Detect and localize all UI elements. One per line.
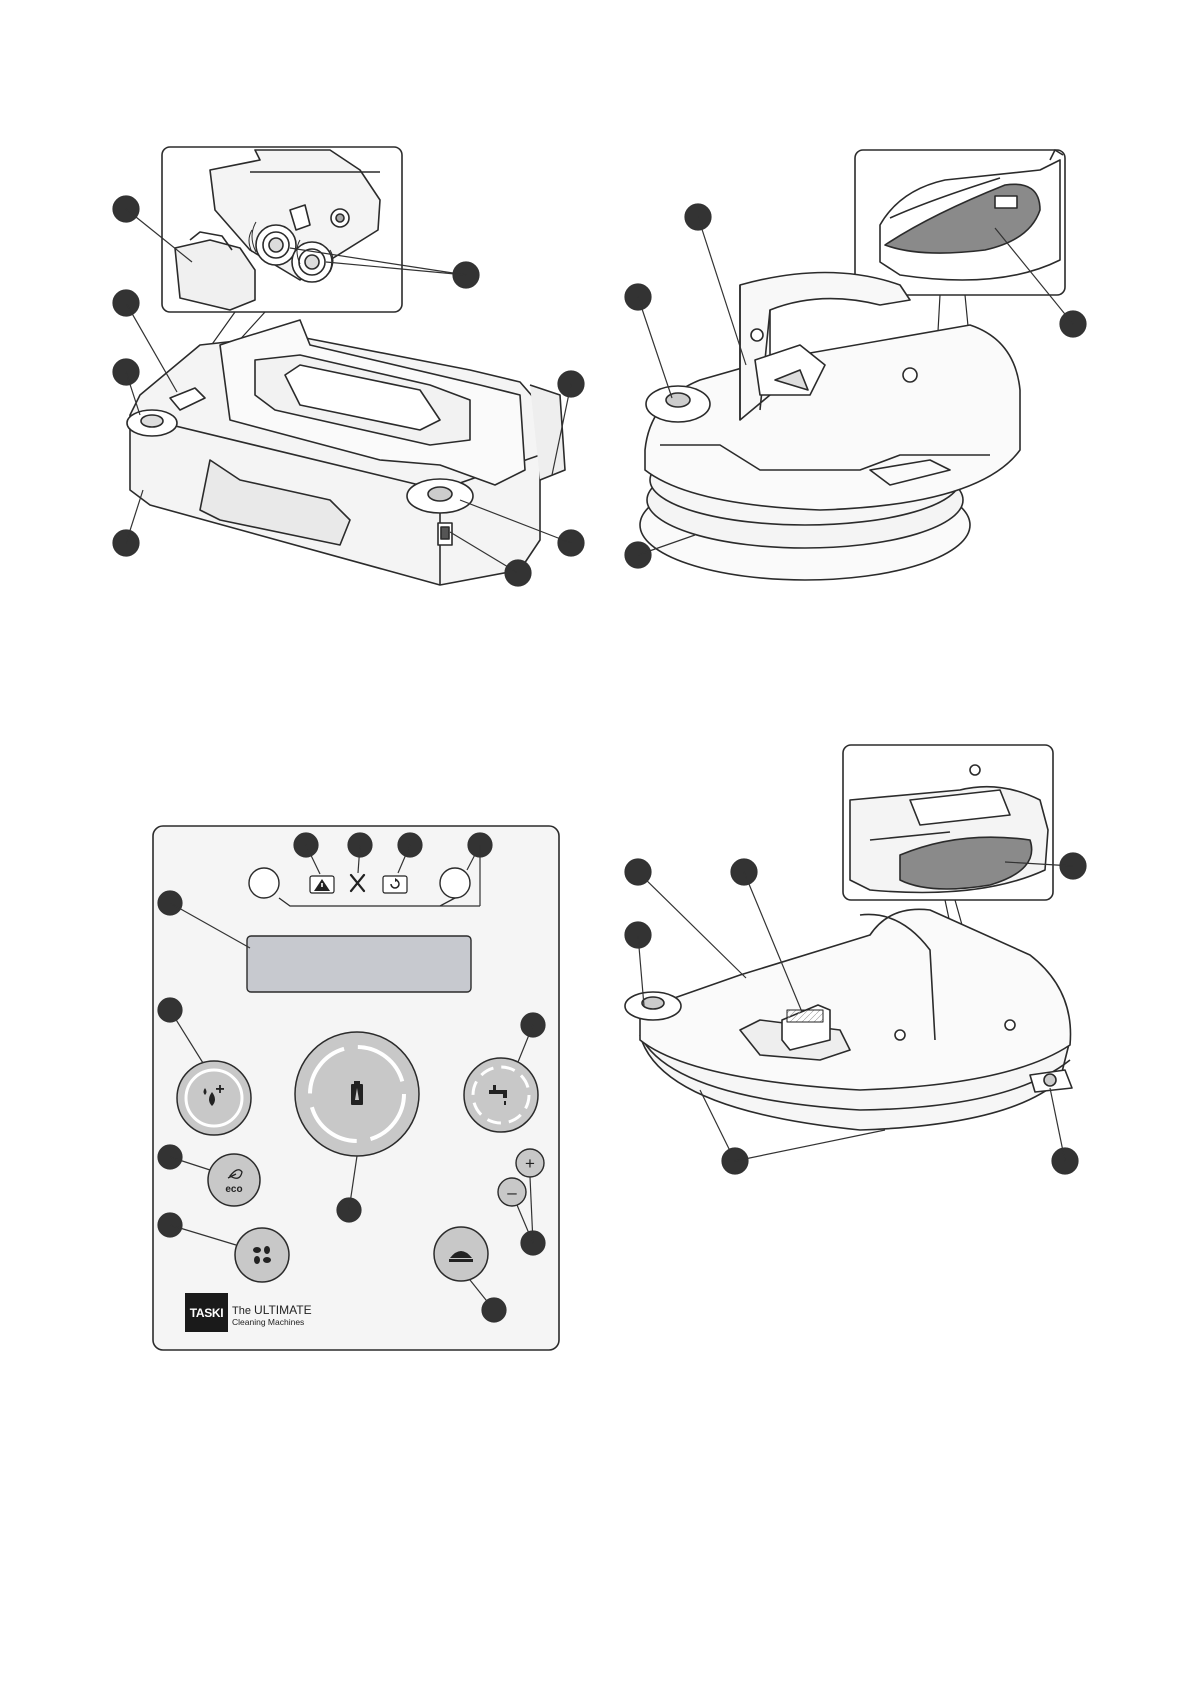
minus-label[interactable]: – [507, 1183, 517, 1202]
figure-disc-side [625, 745, 1072, 1130]
tagline-prefix: The [232, 1305, 251, 1317]
warning-triangle-icon [310, 876, 334, 893]
tagline-main: ULTIMATE [254, 1303, 312, 1317]
water-button [177, 1061, 251, 1135]
battery-icon [351, 1081, 363, 1105]
indicator-left-button [249, 868, 279, 898]
control-panel [153, 826, 559, 1350]
indicator-right-button [440, 868, 470, 898]
brand-tagline: The ULTIMATE Cleaning Machines [232, 1305, 312, 1328]
brand-logo: TASKI [185, 1293, 228, 1332]
brand-logo-text: TASKI [190, 1306, 224, 1320]
battery-cycle-icon [383, 876, 407, 893]
tagline-sub: Cleaning Machines [232, 1317, 312, 1328]
housing [640, 909, 1071, 1090]
eco-label: eco [225, 1184, 242, 1195]
housing [645, 325, 1020, 510]
lcd-display [247, 936, 471, 992]
eco-button [208, 1154, 260, 1206]
figure-machine-body [127, 147, 565, 585]
tap-button [464, 1058, 538, 1132]
fan-button [235, 1228, 289, 1282]
plus-label[interactable]: + [525, 1154, 535, 1173]
brush-button [434, 1227, 488, 1281]
main-power-button [295, 1032, 419, 1156]
